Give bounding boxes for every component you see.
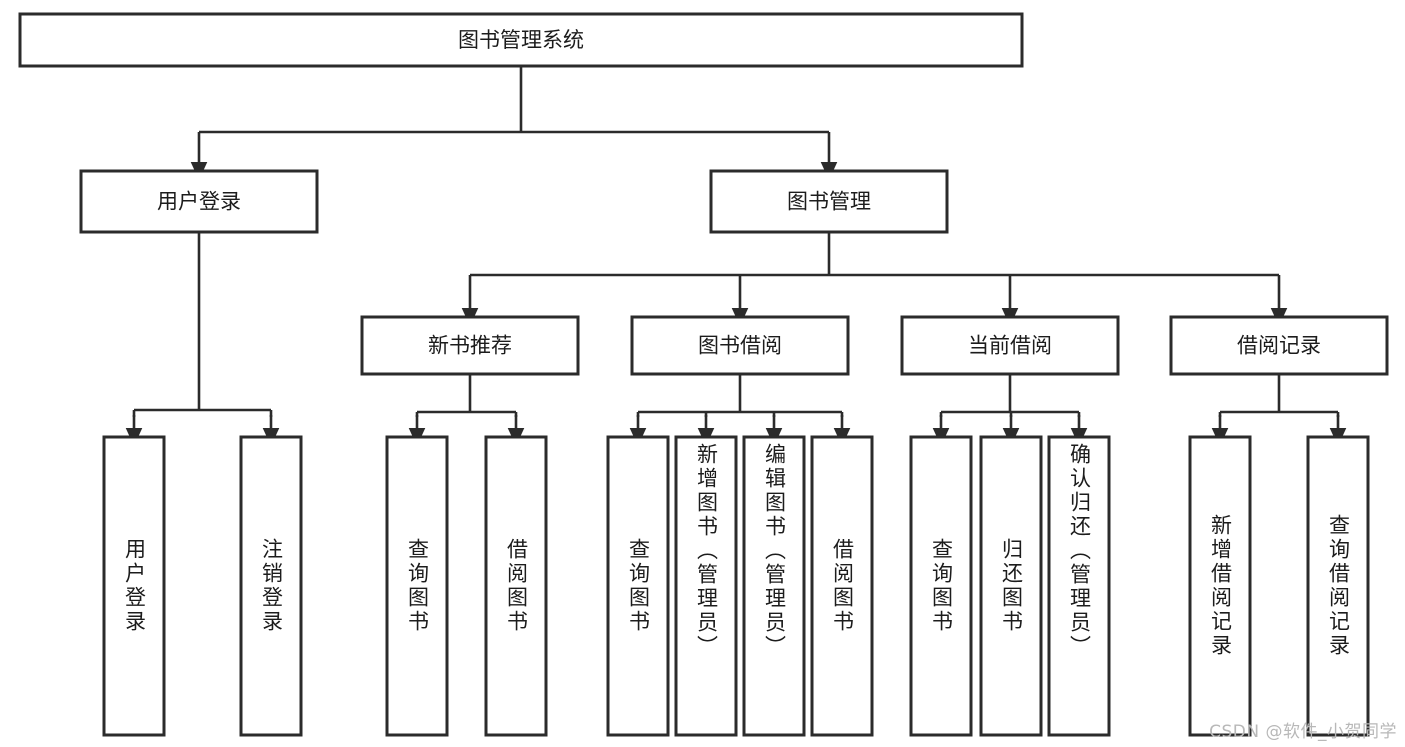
node-leaf-3[interactable] <box>484 435 548 737</box>
node-leaf-6[interactable] <box>742 435 806 737</box>
node-leaf-8[interactable] <box>909 435 973 737</box>
node-leaf-11[interactable] <box>1188 435 1252 737</box>
node-label: 新书推荐 <box>428 334 512 358</box>
node-label: 图书管理 <box>787 190 871 214</box>
node-leaf-1[interactable] <box>239 435 303 737</box>
node-leaf-12[interactable] <box>1306 435 1370 737</box>
node-label: 图书管理系统 <box>458 28 584 52</box>
node-level3-0[interactable]: 新书推荐 <box>360 315 580 376</box>
node-leaf-10[interactable] <box>1047 435 1111 737</box>
node-level2-0[interactable]: 用户登录 <box>79 169 319 234</box>
node-leaf-2[interactable] <box>385 435 449 737</box>
node-label: 借阅记录 <box>1237 334 1321 358</box>
node-label: 图书借阅 <box>698 334 782 358</box>
node-leaf-0[interactable] <box>102 435 166 737</box>
node-level2-1[interactable]: 图书管理 <box>709 169 949 234</box>
node-leaf-7[interactable] <box>810 435 874 737</box>
node-level3-1[interactable]: 图书借阅 <box>630 315 850 376</box>
node-label: 用户登录 <box>157 190 241 214</box>
connector-layer <box>125 66 1347 447</box>
node-leaf-9[interactable] <box>979 435 1043 737</box>
watermark-text: CSDN @软件_小贺同学 <box>1209 722 1397 742</box>
node-level3-2[interactable]: 当前借阅 <box>900 315 1120 376</box>
node-leaf-4[interactable] <box>606 435 670 737</box>
node-root[interactable]: 图书管理系统 <box>18 12 1024 68</box>
node-leaf-5[interactable] <box>674 435 738 737</box>
node-label: 当前借阅 <box>968 334 1052 358</box>
node-level3-3[interactable]: 借阅记录 <box>1169 315 1389 376</box>
